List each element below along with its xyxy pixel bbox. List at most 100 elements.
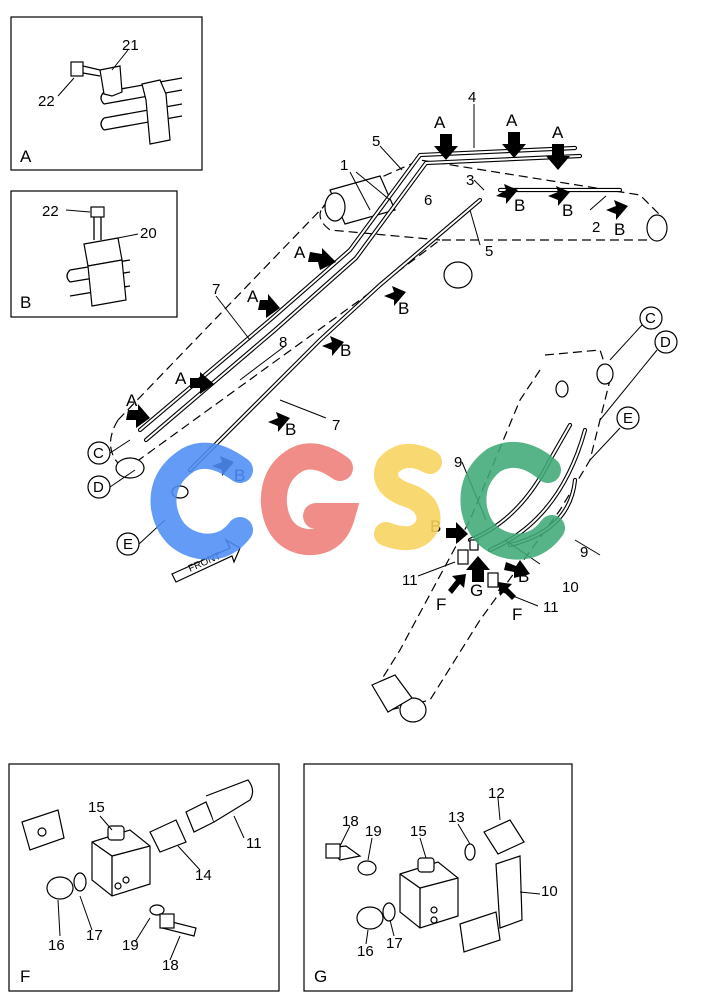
detail-g-panel: 18 19 15 13 12 10 17 16 G (303, 763, 573, 992)
boom-top-edge (117, 159, 666, 421)
boom-bottom-edge (124, 239, 650, 471)
arrow-f-2: F (498, 582, 522, 624)
hose-fitting-10 (495, 855, 523, 929)
svg-text:C: C (645, 310, 656, 327)
connector-c-right: C (639, 306, 663, 330)
label-7-right: 7 (332, 417, 340, 434)
svg-text:A: A (294, 243, 306, 262)
arrow-a-1: A (434, 113, 458, 160)
valve-block-f (91, 829, 151, 897)
label-g-10: 10 (541, 883, 558, 900)
label-11-left: 11 (402, 572, 418, 589)
label-22-a: 22 (38, 93, 55, 110)
connector-d-left: D (87, 475, 111, 499)
arrow-a-5: A (247, 287, 280, 318)
label-9-left: 9 (454, 454, 462, 471)
svg-text:D: D (93, 479, 104, 496)
label-f-18: 18 (162, 957, 179, 974)
svg-text:A: A (247, 287, 259, 306)
label-f-16: 16 (48, 937, 65, 954)
valve-block-g (399, 861, 459, 929)
svg-text:B: B (398, 299, 409, 318)
label-1: 1 (340, 157, 348, 174)
detail-f-panel: 15 11 14 17 16 19 18 F (8, 763, 280, 992)
arrow-a-6: A (175, 369, 214, 394)
detail-b-panel: 22 20 B (10, 190, 178, 318)
boom-hoses (137, 145, 623, 473)
label-3: 3 (466, 172, 474, 189)
label-10: 10 (562, 579, 579, 596)
boom-tip-boss (646, 214, 668, 242)
arrow-a-3: A (546, 123, 570, 170)
label-11-right: 11 (543, 599, 559, 616)
arrow-b-1: B (496, 184, 525, 215)
svg-text:A: A (434, 113, 446, 132)
svg-text:B: B (285, 420, 296, 439)
arrow-a-7: A (126, 391, 150, 428)
arrow-b-9: B (504, 560, 530, 586)
watermark (150, 441, 565, 560)
connector-c-left: C (87, 441, 111, 465)
arrow-b-6: B (268, 412, 296, 439)
watermark-letter-c2 (460, 441, 565, 560)
label-4: 4 (468, 89, 476, 106)
label-f-14: 14 (195, 867, 212, 884)
connector-d-right: D (654, 330, 678, 354)
svg-text:B: B (614, 220, 625, 239)
svg-text:F: F (512, 605, 522, 624)
svg-text:C: C (93, 445, 104, 462)
boom-cylinder-boss (443, 261, 473, 289)
connector-e-right: E (616, 406, 640, 430)
main-part-labels: 1 2 3 4 5 5 6 7 7 8 9 9 10 11 11 (212, 89, 600, 616)
arrow-b-2: B (548, 186, 573, 220)
label-g-17: 17 (386, 935, 403, 952)
connector-markers: C D E C D E (87, 306, 678, 556)
svg-text:B: B (562, 201, 573, 220)
svg-text:A: A (552, 123, 564, 142)
svg-text:B: B (340, 341, 351, 360)
label-g-16: 16 (357, 943, 374, 960)
arm-tip-boss (399, 697, 427, 723)
svg-text:A: A (506, 111, 518, 130)
arrow-b-3: B (606, 200, 628, 239)
label-g-15: 15 (410, 823, 427, 840)
label-5-mid: 5 (485, 243, 493, 260)
label-22-b: 22 (42, 203, 59, 220)
arrow-b-4: B (384, 286, 409, 318)
label-f-11: 11 (246, 835, 262, 852)
label-20: 20 (140, 225, 157, 242)
arm-left-edge (374, 369, 541, 691)
label-7-left: 7 (212, 281, 220, 298)
svg-text:F: F (436, 595, 446, 614)
label-9-right: 9 (580, 544, 588, 561)
svg-text:A: A (126, 391, 138, 410)
label-f-19: 19 (122, 937, 139, 954)
label-8: 8 (279, 334, 287, 351)
boom-foot-boss (115, 457, 145, 479)
svg-text:E: E (623, 410, 633, 427)
detail-b-label: B (20, 293, 31, 312)
detail-g-label: G (314, 967, 327, 986)
label-21: 21 (122, 37, 139, 54)
label-f-17: 17 (86, 927, 103, 944)
label-f-15: 15 (88, 799, 105, 816)
label-g-12: 12 (488, 785, 505, 802)
detail-f-label: F (20, 967, 30, 986)
svg-text:G: G (470, 581, 483, 600)
label-g-19: 19 (365, 823, 382, 840)
label-6: 6 (424, 192, 432, 209)
label-g-18: 18 (342, 813, 359, 830)
arrow-a-4: A (294, 243, 336, 270)
arrow-g: G (466, 556, 490, 600)
clamp-21 (99, 65, 123, 97)
detail-a-label: A (20, 147, 32, 166)
bracket-a (141, 79, 171, 145)
svg-text:B: B (518, 567, 529, 586)
watermark-letter-c1 (150, 442, 253, 560)
arrow-f-1: F (436, 574, 466, 614)
svg-text:A: A (175, 369, 187, 388)
watermark-letter-g (260, 443, 360, 556)
svg-text:E: E (123, 536, 133, 553)
watermark-letter-s (374, 444, 442, 551)
